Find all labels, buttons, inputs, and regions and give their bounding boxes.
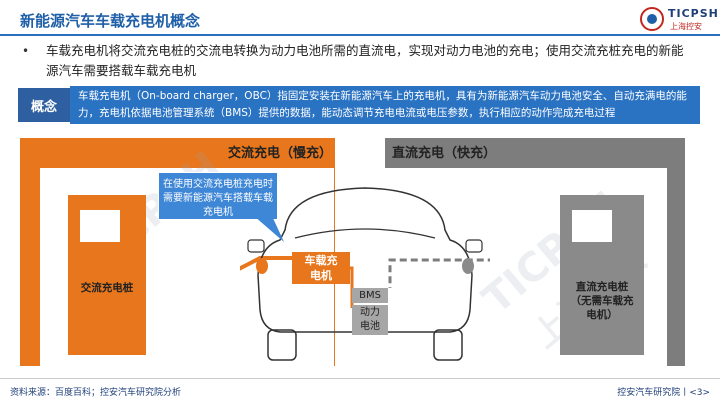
ac-cable xyxy=(240,256,300,271)
ac-internal-line xyxy=(350,266,354,308)
ac-station-label: 交流充电桩 xyxy=(80,282,134,294)
footer-page-info: 控安汽车研究院丨<3> xyxy=(617,388,710,398)
car-windshield xyxy=(294,228,436,239)
car-wheel-right xyxy=(433,329,463,361)
ac-charging-label: 交流充电（慢充） xyxy=(228,146,333,161)
obc-label-line: 车载充 xyxy=(304,254,338,267)
page-title: 新能源汽车车载充电机概念 xyxy=(20,12,201,30)
concept-description: 车载充电机（On-board charger，OBC）指固定安装在新能源汽车上的… xyxy=(70,86,700,124)
dc-station-label-line: （无需车载充 xyxy=(570,295,634,307)
battery-label-line: 电池 xyxy=(360,321,380,332)
dc-station-label: 直流充电桩 （无需车载充 电机） xyxy=(560,280,644,322)
bms-box: BMS xyxy=(352,288,388,303)
battery-label-line: 动力 xyxy=(360,307,380,318)
logo-emblem-icon xyxy=(640,7,664,31)
car-wheel-left xyxy=(267,329,297,361)
bullet-marker: • xyxy=(22,44,30,58)
dc-station-screen xyxy=(572,210,612,242)
concept-tag: 概念 xyxy=(18,88,78,122)
ac-station-screen xyxy=(80,210,120,242)
company-logo: TICPSH 上海控安 xyxy=(640,6,719,34)
logo-text-en: TICPSH xyxy=(668,7,719,20)
logo-text-cn: 上海控安 xyxy=(670,22,702,31)
battery-box: 动力 电池 xyxy=(352,305,388,335)
car-mirror-left xyxy=(247,239,265,253)
bullet-text: 车载充电机将交流充电桩的交流电转换为动力电池所需的直流电，实现对动力电池的充电；… xyxy=(46,43,684,78)
footer-divider xyxy=(0,378,720,379)
car-mirror-right xyxy=(465,239,483,253)
callout-pointer-icon xyxy=(254,216,284,242)
dc-station-label-line: 直流充电桩 xyxy=(575,281,629,293)
onboard-charger-box: 车载充 电机 xyxy=(292,252,350,284)
title-divider xyxy=(0,34,720,36)
callout-note: 在使用交流充电桩充电时需要新能源汽车搭载车载充电机 xyxy=(158,172,278,220)
footer-source: 资料来源：百度百科；控安汽车研究院分析 xyxy=(10,388,182,398)
car-diagram xyxy=(240,187,490,361)
obc-label-line: 电机 xyxy=(310,269,332,282)
dc-charging-label: 直流充电（快充） xyxy=(392,146,497,161)
ac-charge-port xyxy=(256,258,268,274)
dc-cable xyxy=(388,258,490,288)
dc-station-label-line: 电机） xyxy=(586,309,618,321)
dc-charge-port xyxy=(462,258,474,274)
